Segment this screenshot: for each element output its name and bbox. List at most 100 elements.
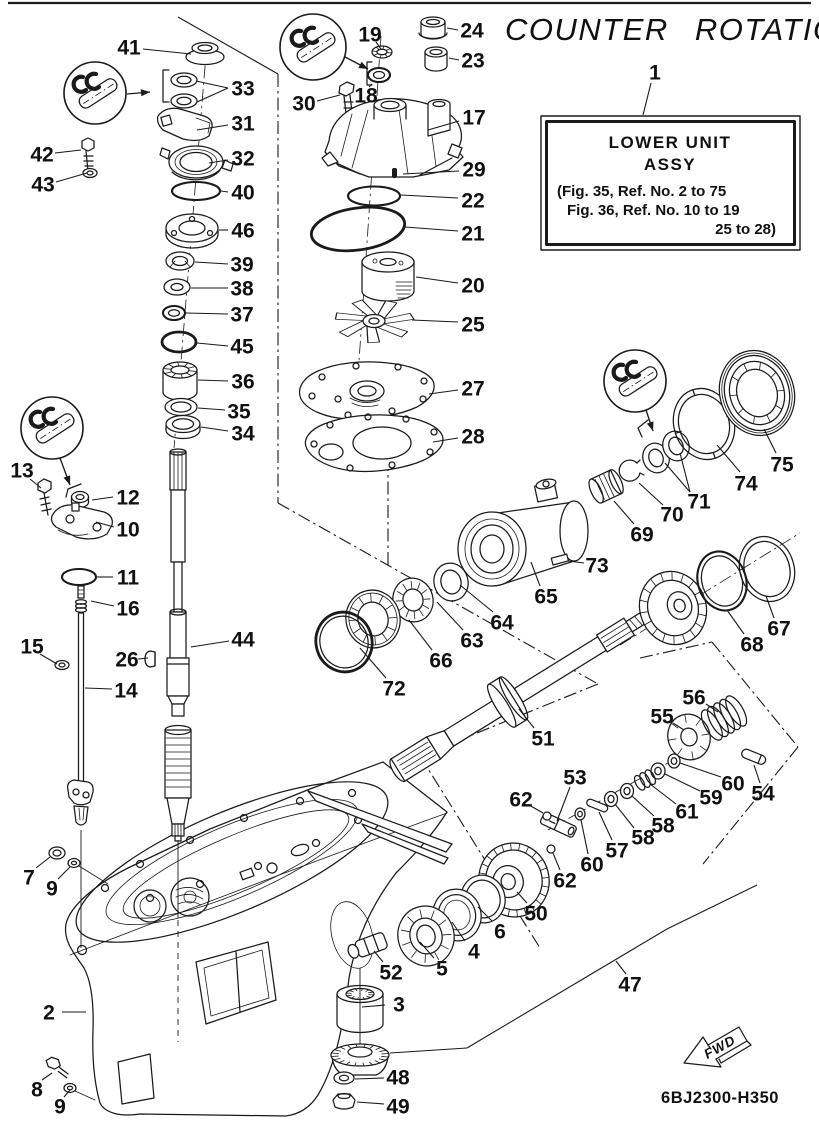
leader-line bbox=[361, 1004, 386, 1008]
part-number-label: 49 bbox=[386, 1096, 409, 1119]
leader-line bbox=[316, 94, 341, 102]
part-number-label: 70 bbox=[660, 504, 683, 527]
part-oring-11 bbox=[60, 567, 98, 587]
part-number-label: 12 bbox=[116, 487, 139, 510]
part-number-label: 20 bbox=[461, 275, 484, 298]
leader-line bbox=[368, 83, 373, 88]
callout-63: 63 bbox=[436, 601, 484, 653]
part-clip-70 bbox=[618, 459, 645, 482]
callout-72: 72 bbox=[359, 647, 406, 701]
info-box-ref3: 25 to 28) bbox=[715, 221, 776, 238]
leader-line bbox=[631, 795, 655, 817]
leader-line bbox=[446, 27, 459, 31]
part-lower-casing bbox=[64, 761, 453, 1117]
part-number-label: 36 bbox=[231, 371, 254, 394]
part-cup-24 bbox=[418, 16, 448, 40]
part-number-label: 52 bbox=[379, 962, 402, 985]
leader-line bbox=[672, 722, 685, 731]
info-box-ref1: (Fig. 35, Ref. No. 2 to 75 bbox=[557, 183, 726, 200]
callout-16: 16 bbox=[90, 598, 140, 621]
part-number-label: 5 bbox=[436, 958, 448, 981]
part-bearing-carrier-65 bbox=[457, 478, 589, 587]
leader-line bbox=[705, 703, 719, 713]
callout-20: 20 bbox=[415, 275, 485, 298]
part-number-label: 18 bbox=[354, 85, 378, 108]
part-seal-37 bbox=[161, 304, 187, 322]
leader-line bbox=[432, 437, 459, 443]
callout-62: 62 bbox=[509, 789, 544, 814]
callout-48: 48 bbox=[354, 1067, 410, 1090]
part-pin-29 bbox=[392, 168, 397, 178]
leader-line bbox=[556, 786, 571, 822]
leader-line bbox=[428, 389, 459, 395]
callout-37: 37 bbox=[185, 304, 254, 327]
grease-pointer-arrow bbox=[140, 89, 150, 97]
callout-73: 73 bbox=[567, 555, 609, 578]
leader-line bbox=[375, 41, 382, 50]
part-slider-52 bbox=[347, 932, 388, 959]
leader-line bbox=[477, 906, 493, 922]
part-washer-48 bbox=[333, 1071, 355, 1085]
part-number-label: 66 bbox=[429, 650, 452, 673]
callout-33: 33 bbox=[195, 78, 255, 103]
part-number-label: 31 bbox=[231, 113, 255, 136]
part-number-label: 67 bbox=[767, 618, 790, 641]
construction-line bbox=[177, 16, 279, 75]
callout-36: 36 bbox=[197, 371, 255, 394]
overlay-lines bbox=[80, 830, 361, 1044]
leader-line bbox=[404, 226, 459, 232]
callout-28: 28 bbox=[432, 426, 485, 449]
part-number-label: 47 bbox=[618, 974, 641, 997]
callout-13: 13 bbox=[10, 460, 42, 489]
callout-22: 22 bbox=[400, 190, 485, 213]
part-prop-shaft-51 bbox=[389, 608, 655, 782]
part-number-label: 13 bbox=[10, 460, 33, 483]
part-number-label: 7 bbox=[23, 867, 35, 890]
callout-68: 68 bbox=[726, 609, 764, 657]
part-number-label: 55 bbox=[650, 706, 674, 729]
part-number-label: 29 bbox=[462, 159, 485, 182]
callout-52: 52 bbox=[373, 950, 403, 985]
callout-26: 26 bbox=[115, 649, 149, 672]
part-impeller-25 bbox=[334, 299, 415, 344]
grease-pointer-arrow bbox=[646, 421, 654, 431]
part-number-label: 56 bbox=[682, 687, 705, 710]
callout-5: 5 bbox=[419, 941, 448, 981]
leader-line bbox=[400, 194, 459, 199]
callout-12: 12 bbox=[91, 487, 140, 510]
leader-line bbox=[679, 762, 722, 778]
part-washer-19 bbox=[371, 45, 393, 59]
leader-line bbox=[530, 561, 541, 587]
part-seal-18 bbox=[366, 61, 392, 86]
part-number-label: 62 bbox=[553, 870, 576, 893]
leader-line bbox=[679, 452, 691, 493]
callout-62: 62 bbox=[552, 852, 577, 893]
leader-line bbox=[35, 856, 51, 869]
leader-line bbox=[415, 276, 459, 284]
callout-9: 9 bbox=[46, 866, 71, 901]
leader-line bbox=[200, 426, 229, 432]
callout-38: 38 bbox=[191, 278, 254, 301]
callout-39: 39 bbox=[194, 254, 254, 277]
callout-32: 32 bbox=[208, 148, 255, 171]
part-washer-59 bbox=[650, 762, 666, 780]
callout-45: 45 bbox=[196, 336, 254, 359]
callout-46: 46 bbox=[219, 220, 255, 243]
part-shift-cam-10 bbox=[50, 502, 113, 540]
part-number-label: 23 bbox=[461, 50, 484, 73]
part-washer-58a bbox=[619, 782, 635, 800]
leader-line bbox=[411, 319, 459, 323]
part-number-label: 54 bbox=[751, 783, 775, 806]
callout-60: 60 bbox=[679, 762, 745, 796]
grease-symbols bbox=[20, 13, 667, 486]
leader-line bbox=[354, 1077, 385, 1080]
grease-symbol-icon bbox=[20, 396, 84, 486]
leader-line bbox=[528, 804, 544, 814]
info-box-ref2: Fig. 36, Ref. No. 10 to 19 bbox=[567, 202, 740, 219]
leader-line bbox=[196, 342, 229, 347]
fwd-arrow-icon: FWD bbox=[683, 1026, 752, 1068]
leader-line bbox=[408, 619, 433, 651]
part-number-label: 9 bbox=[54, 1096, 66, 1119]
callout-18: 18 bbox=[354, 83, 378, 108]
